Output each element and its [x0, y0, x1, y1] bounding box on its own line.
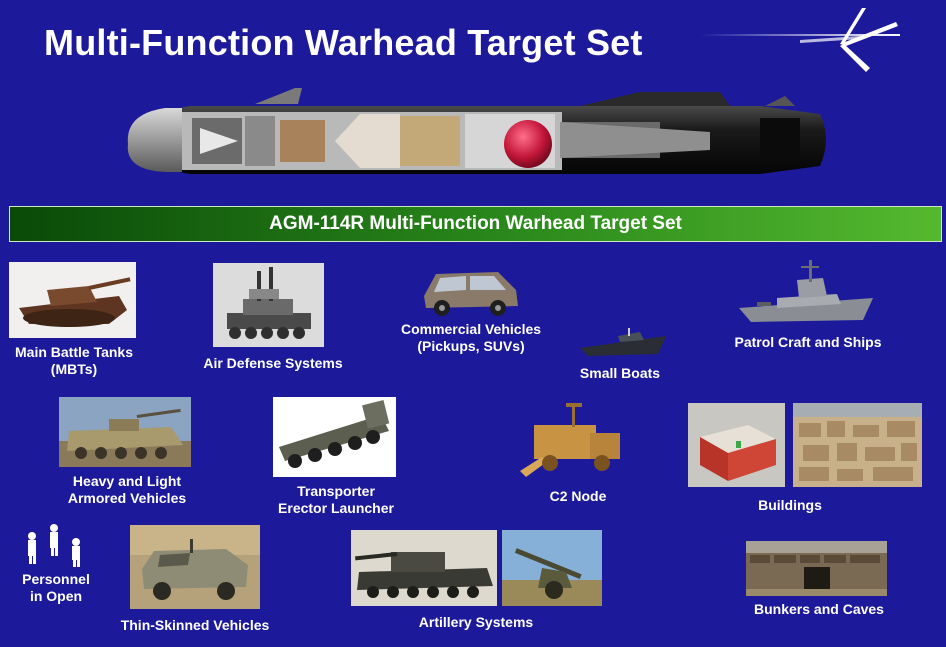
- page-title: Multi-Function Warhead Target Set: [44, 22, 643, 63]
- title-rule: [700, 34, 900, 36]
- personnel-silhouettes-image: [22, 522, 88, 568]
- target-label-patrol: Patrol Craft and Ships: [734, 334, 882, 350]
- banner: AGM-114R Multi-Function Warhead Target S…: [9, 206, 942, 242]
- star-logo-icon: [800, 8, 898, 72]
- main-battle-tank-image: [9, 262, 136, 338]
- transporter-erector-launcher-image: [273, 397, 396, 477]
- target-label-commercial: Commercial Vehicles(Pickups, SUVs): [400, 321, 542, 354]
- target-label-mbt: Main Battle Tanks(MBTs): [15, 344, 133, 377]
- air-defense-system-image: [213, 263, 324, 347]
- building-model-image: [688, 403, 785, 487]
- patrol-craft-image: [737, 258, 874, 330]
- target-label-artillery: Artillery Systems: [418, 614, 534, 630]
- thin-skinned-vehicle-image: [130, 525, 260, 609]
- target-label-bunkers: Bunkers and Caves: [754, 601, 884, 617]
- target-label-c2: C2 Node: [549, 488, 607, 504]
- target-label-air-defense: Air Defense Systems: [203, 355, 343, 371]
- bunker-image: [746, 541, 887, 596]
- target-label-thin-skinned: Thin-Skinned Vehicles: [120, 617, 270, 633]
- target-label-small-boats: Small Boats: [579, 365, 661, 381]
- small-boat-image: [578, 326, 668, 360]
- banner-text: AGM-114R Multi-Function Warhead Target S…: [269, 213, 682, 234]
- towed-artillery-image: [502, 530, 602, 606]
- armored-vehicle-image: [59, 397, 191, 467]
- c2-node-image: [516, 399, 630, 485]
- buildings-town-image: [793, 403, 922, 487]
- self-propelled-artillery-image: [351, 530, 497, 606]
- missile-cutaway-illustration: [127, 88, 826, 174]
- commercial-vehicle-image: [418, 266, 524, 318]
- target-label-buildings: Buildings: [758, 497, 822, 513]
